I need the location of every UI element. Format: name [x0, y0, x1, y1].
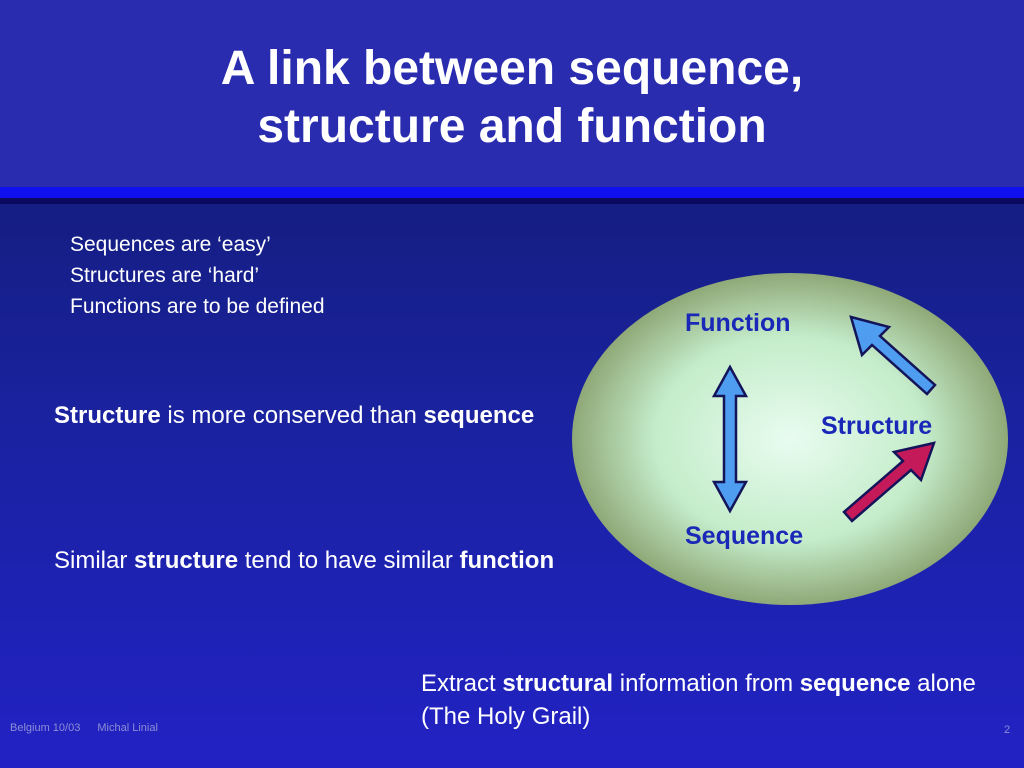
title-divider-shadow — [0, 198, 1024, 204]
emphasis-sequence: sequence — [423, 402, 535, 429]
statement-similar: Similar structure tend to have similar f… — [54, 544, 574, 577]
page-number: 2 — [1004, 724, 1011, 736]
statement-text: Extract — [421, 670, 503, 697]
double-arrow-sequence-function — [711, 364, 749, 514]
arrow-sequence-to-structure — [842, 441, 936, 523]
statement-text: alone (The Holy Grail) — [421, 670, 976, 730]
slide-footer: Belgium 10/03 Michal Linial — [10, 722, 158, 734]
fact-functions: Functions are to be defined — [70, 295, 325, 318]
footer-venue: Belgium 10/03 — [10, 722, 81, 734]
statement-text: tend to have similar — [238, 547, 460, 574]
footer-author: Michal Linial — [97, 722, 158, 734]
statement-extract: Extract structural information from sequ… — [421, 667, 1021, 733]
emphasis-structural: structural — [502, 670, 614, 697]
slide-title: A link between sequence, structure and f… — [0, 40, 1024, 156]
fact-structures: Structures are ‘hard’ — [70, 264, 260, 287]
emphasis-function: function — [459, 547, 555, 574]
facts-list: Sequences are ‘easy’ Structures are ‘har… — [70, 229, 325, 322]
statement-conserved: Structure is more conserved than sequenc… — [54, 399, 574, 432]
title-band — [0, 0, 1024, 187]
slide-title-line: structure and function — [257, 100, 767, 153]
title-divider — [0, 187, 1024, 198]
statement-text: information from — [613, 670, 800, 697]
emphasis-structure: Structure — [54, 402, 161, 429]
slide-title-line: A link between sequence, — [220, 42, 804, 95]
emphasis-sequence: sequence — [799, 670, 911, 697]
statement-text: Similar — [54, 547, 135, 574]
fact-sequences: Sequences are ‘easy’ — [70, 233, 271, 256]
label-structure: Structure — [821, 412, 932, 440]
label-sequence: Sequence — [685, 522, 803, 550]
label-function: Function — [685, 309, 791, 337]
statement-text: is more conserved than — [160, 402, 424, 429]
arrow-structure-to-function — [849, 315, 937, 396]
emphasis-structure: structure — [134, 547, 239, 574]
